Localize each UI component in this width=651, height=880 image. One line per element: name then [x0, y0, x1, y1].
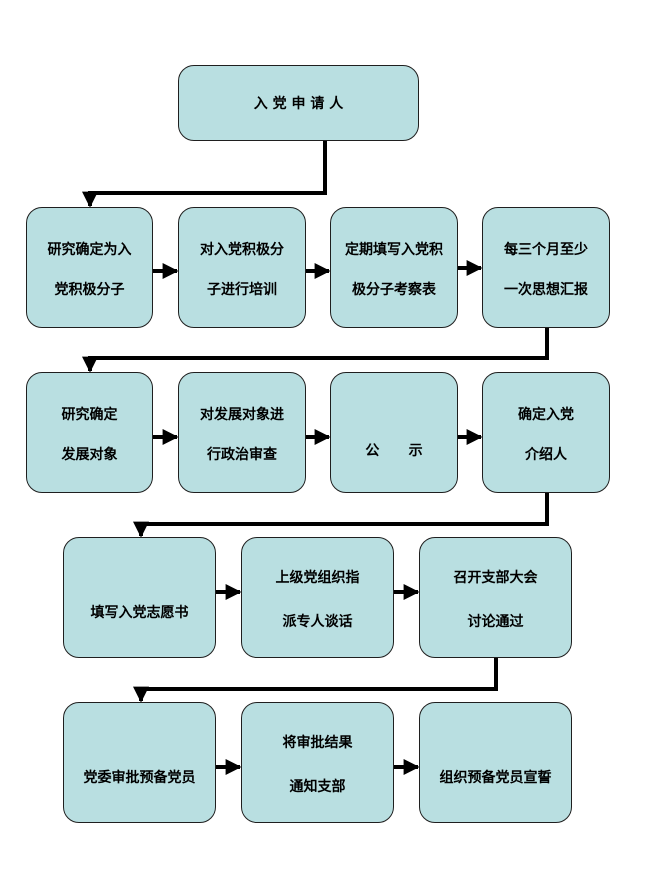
- connector-row4-row5: [133, 658, 498, 703]
- connector-row2-row3: [82, 328, 549, 373]
- step-confirm-activist-line1: 研究确定为入: [47, 242, 132, 258]
- step-notify-branch-line1: 将审批结果: [282, 735, 353, 751]
- step-interview-line1: 上级党组织指: [275, 570, 360, 586]
- step-branch-meeting: 召开支部大会 讨论通过: [419, 537, 572, 658]
- step-political-review-line2: 行政治审查: [207, 447, 277, 463]
- step-activist-training: 对入党积极分 子进行培训: [178, 207, 306, 328]
- step-oath-label: 组织预备党员宣誓: [439, 770, 552, 786]
- step-confirm-activist: 研究确定为入 党积极分子: [26, 207, 153, 328]
- connector-apply-to-activist: [82, 140, 327, 208]
- step-notify-branch-line2: 通知支部: [289, 779, 346, 795]
- step-introducers: 确定入党 介绍人: [482, 372, 610, 493]
- step-political-review-line1: 对发展对象进: [200, 407, 284, 423]
- step-committee-approval-label: 党委审批预备党员: [83, 770, 196, 786]
- step-evaluation-form-line1: 定期填写入党积: [345, 242, 443, 258]
- step-introducers-line1: 确定入党: [518, 407, 574, 423]
- step-committee-approval: 党委审批预备党员: [63, 702, 216, 823]
- step-activist-training-line2: 子进行培训: [207, 282, 277, 298]
- step-apply-membership: 入 党 申 请 人: [178, 65, 419, 141]
- step-political-review: 对发展对象进 行政治审查: [178, 372, 306, 493]
- step-interview: 上级党组织指 派专人谈话: [241, 537, 394, 658]
- step-introducers-line2: 介绍人: [525, 447, 567, 463]
- connector-row3-row4: [133, 492, 549, 538]
- step-application-form-label: 填写入党志愿书: [90, 605, 189, 621]
- step-apply-membership-label: 入 党 申 请 人: [253, 96, 344, 112]
- step-thought-report-line2: 一次思想汇报: [504, 282, 588, 298]
- step-evaluation-form-line2: 极分子考察表: [352, 282, 436, 298]
- step-interview-line2: 派专人谈话: [282, 614, 353, 630]
- step-public-notice: 公 示: [330, 372, 458, 493]
- step-thought-report: 每三个月至少 一次思想汇报: [482, 207, 610, 328]
- step-public-notice-label: 公 示: [365, 443, 423, 459]
- step-branch-meeting-line1: 召开支部大会: [453, 570, 538, 586]
- step-development-target-line2: 发展对象: [61, 447, 118, 463]
- step-oath: 组织预备党员宣誓: [419, 702, 572, 823]
- step-evaluation-form: 定期填写入党积 极分子考察表: [330, 207, 458, 328]
- step-development-target: 研究确定 发展对象: [26, 372, 153, 493]
- step-notify-branch: 将审批结果 通知支部: [241, 702, 394, 823]
- step-thought-report-line1: 每三个月至少: [504, 242, 588, 258]
- step-confirm-activist-line2: 党积极分子: [54, 282, 125, 298]
- step-activist-training-line1: 对入党积极分: [200, 242, 284, 258]
- step-branch-meeting-line2: 讨论通过: [467, 614, 524, 630]
- step-application-form: 填写入党志愿书: [63, 537, 216, 658]
- step-development-target-line1: 研究确定: [61, 407, 118, 423]
